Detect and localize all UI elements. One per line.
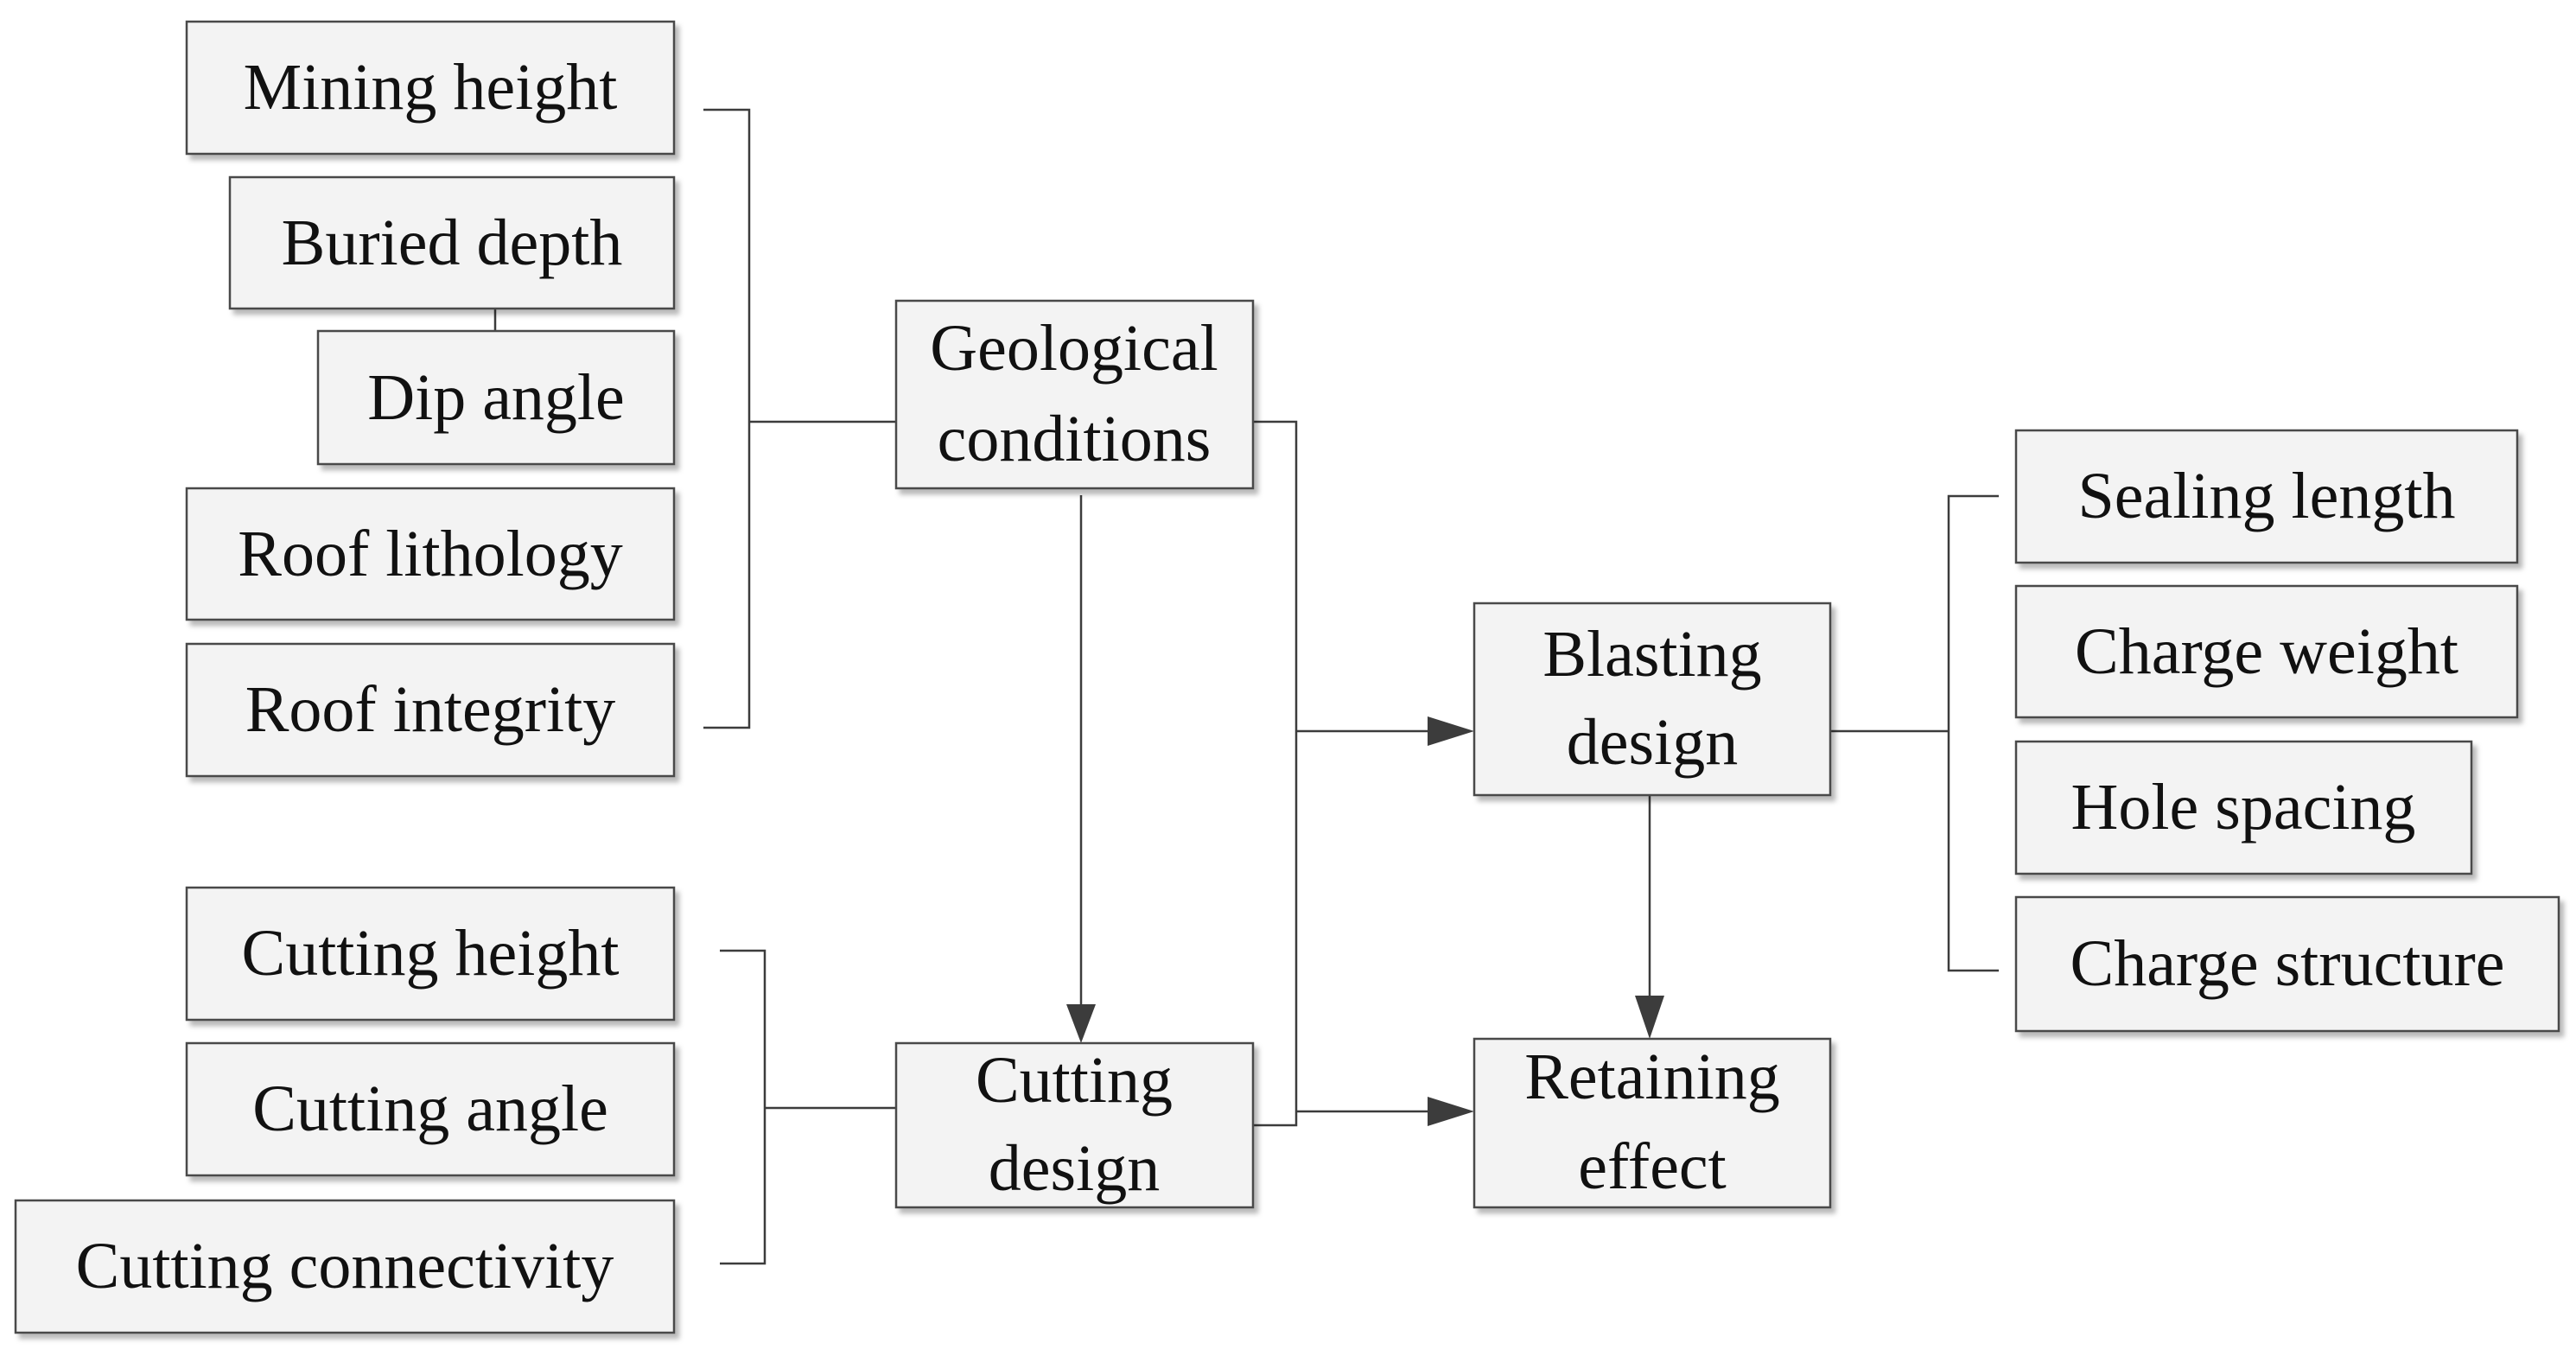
node-geological-conditions: Geological conditions (894, 299, 1255, 490)
node-cutting-height: Cutting height (185, 886, 676, 1022)
node-charge-structure-label: Charge structure (2070, 927, 2505, 1000)
node-sealing-length: Sealing length (2014, 429, 2519, 564)
node-roof-integrity: Roof integrity (185, 642, 676, 778)
blasting-factors-bracket (1947, 494, 1999, 972)
connectors (493, 108, 1999, 1265)
node-cutting-height-label: Cutting height (242, 917, 620, 990)
node-hole-spacing: Hole spacing (2014, 740, 2473, 875)
node-cutting-angle: Cutting angle (185, 1041, 676, 1177)
node-charge-structure: Charge structure (2014, 895, 2560, 1033)
cutting-factors-bracket (720, 949, 766, 1265)
node-blasting-design-line-1: Blasting (1542, 618, 1761, 691)
node-buried-depth: Buried depth (228, 175, 676, 310)
blasting-to-retaining-arrow (1635, 996, 1664, 1039)
cutting-design-to-retaining-effect-arrow (1428, 1097, 1474, 1126)
node-roof-lithology: Roof lithology (185, 487, 676, 621)
geology-factors-bracket (703, 108, 751, 729)
geology-to-right-trunk (1253, 420, 1298, 1127)
node-sealing-length-label: Sealing length (2078, 460, 2456, 532)
node-dip-angle: Dip angle (316, 329, 676, 466)
node-charge-weight-label: Charge weight (2075, 615, 2458, 688)
node-charge-weight: Charge weight (2014, 584, 2519, 719)
node-roof-lithology-label: Roof lithology (238, 518, 622, 590)
trunk-to-blasting-design-arrow (1428, 716, 1474, 746)
node-hole-spacing-label: Hole spacing (2071, 771, 2416, 844)
node-retaining-effect-line-1: Retaining (1524, 1041, 1780, 1113)
node-blasting-design-line-2: design (1567, 706, 1738, 779)
node-geological-conditions-line-1: Geological (930, 312, 1218, 385)
node-geological-conditions-line-2: conditions (938, 403, 1212, 475)
node-roof-integrity-label: Roof integrity (245, 673, 616, 746)
node-blasting-design: Blasting design (1472, 602, 1832, 797)
node-cutting-design-line-1: Cutting (976, 1044, 1173, 1117)
node-mining-height-label: Mining height (244, 51, 618, 124)
node-cutting-design-line-2: design (989, 1132, 1160, 1205)
node-cutting-design: Cutting design (894, 1041, 1255, 1209)
node-cutting-connectivity: Cutting connectivity (14, 1199, 676, 1334)
geology-to-cutting-design-arrow (1066, 1004, 1096, 1043)
node-cutting-connectivity-label: Cutting connectivity (76, 1230, 614, 1302)
node-cutting-angle-label: Cutting angle (252, 1073, 608, 1145)
node-retaining-effect: Retaining effect (1472, 1037, 1832, 1209)
node-mining-height: Mining height (185, 20, 676, 156)
node-dip-angle-label: Dip angle (367, 361, 625, 434)
node-buried-depth-label: Buried depth (282, 207, 623, 279)
node-retaining-effect-line-2: effect (1578, 1130, 1727, 1203)
